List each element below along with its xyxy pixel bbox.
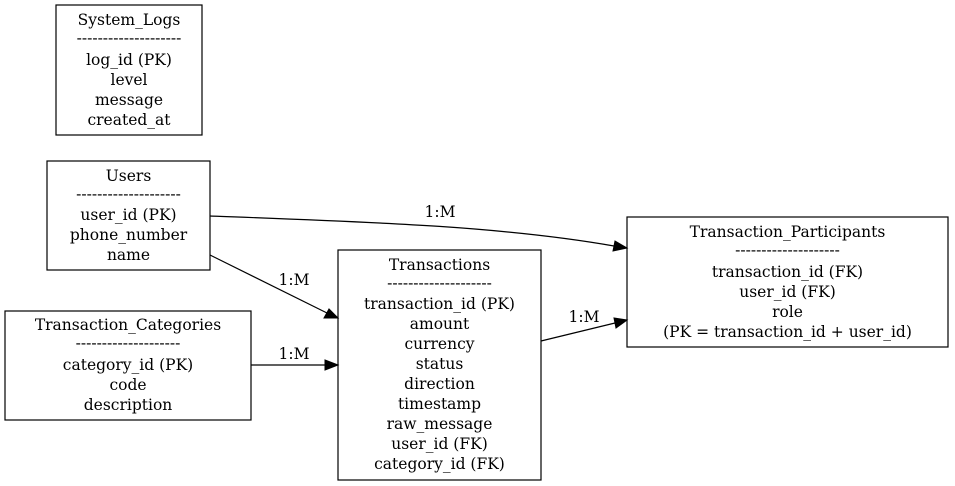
entity-field: name [107, 246, 150, 264]
entity-transactions-box [337, 249, 542, 481]
entity-system-logs-box [55, 4, 203, 136]
edge-transactions-to-participants: 1:M [540, 308, 629, 342]
edge-label: 1:M [279, 345, 310, 363]
entity-field: description [84, 396, 173, 414]
entity-field: log_id (PK) [86, 51, 172, 69]
edge-line [209, 254, 328, 314]
entity-separator: -------------------- [387, 274, 492, 292]
entity-title: System_Logs [78, 11, 181, 29]
entity-field: (PK = transaction_id + user_id) [663, 323, 912, 341]
entity-field: role [772, 303, 803, 321]
edge-categories-to-transactions: 1:M [251, 345, 340, 371]
entity-transaction-participants: Transaction_Participants ---------------… [626, 216, 949, 348]
entity-field: timestamp [398, 395, 481, 413]
entity-field: category_id (FK) [374, 455, 505, 473]
arrowhead-icon [613, 317, 629, 329]
entity-title: Users [106, 167, 152, 185]
entity-system-logs: System_Logs -------------------- log_id … [55, 4, 203, 136]
entity-transaction-participants-box [626, 216, 949, 348]
entity-field: direction [404, 375, 475, 393]
entity-field: message [95, 91, 163, 109]
entity-field: user_id (FK) [391, 435, 488, 453]
arrowhead-icon [323, 308, 340, 319]
entity-field: level [110, 71, 147, 89]
entity-separator: -------------------- [735, 241, 840, 259]
entity-field: user_id (FK) [739, 283, 836, 301]
entity-field: code [109, 376, 146, 394]
entity-field: raw_message [387, 415, 493, 433]
entity-field: transaction_id (FK) [712, 263, 863, 281]
edge-label: 1:M [279, 271, 310, 289]
entity-field: user_id (PK) [80, 206, 176, 224]
entity-separator: -------------------- [77, 29, 182, 47]
entity-title: Transaction_Participants [690, 223, 886, 241]
edge-line [540, 322, 616, 342]
edge-line [209, 215, 615, 247]
entity-field: transaction_id (PK) [364, 295, 515, 313]
entity-transactions: Transactions -------------------- transa… [337, 249, 542, 481]
entity-field: phone_number [70, 226, 188, 244]
edge-label: 1:M [425, 203, 456, 221]
entity-field: currency [404, 335, 474, 353]
entity-title: Transaction_Categories [35, 316, 221, 334]
entity-transaction-categories: Transaction_Categories -----------------… [4, 310, 252, 421]
edge-users-to-participants: 1:M [209, 203, 629, 252]
entity-users-box [46, 160, 211, 271]
entity-field: created_at [87, 111, 171, 129]
entity-users: Users -------------------- user_id (PK) … [46, 160, 211, 271]
entity-separator: -------------------- [76, 185, 181, 203]
entity-title: Transactions [389, 256, 490, 274]
entity-field: status [416, 355, 464, 373]
arrowhead-icon [324, 359, 340, 371]
entity-field: amount [410, 315, 470, 333]
arrowhead-icon [612, 240, 629, 252]
edge-users-to-transactions: 1:M [209, 254, 340, 319]
entity-field: category_id (PK) [63, 356, 193, 374]
entity-transaction-categories-box [4, 310, 252, 421]
edge-label: 1:M [569, 308, 600, 326]
entity-separator: -------------------- [76, 334, 181, 352]
